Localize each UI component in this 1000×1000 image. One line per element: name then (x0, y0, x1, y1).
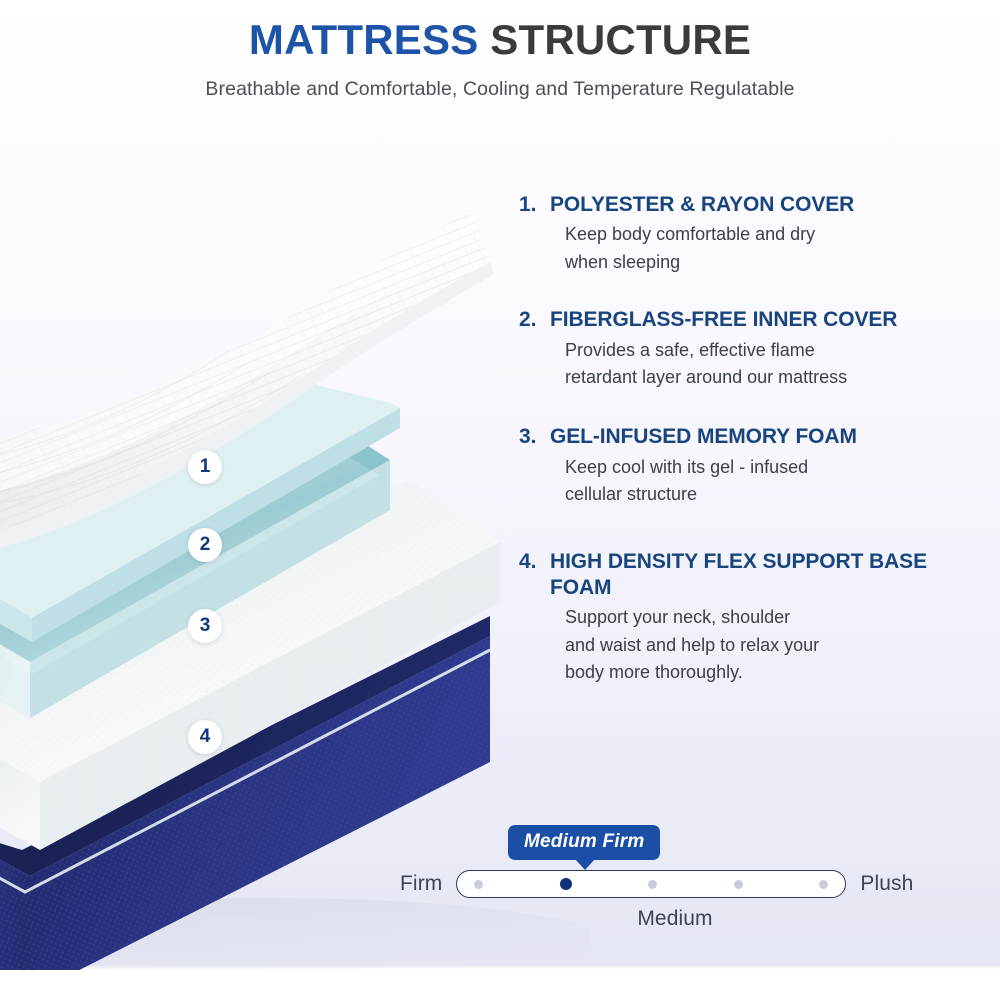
firmness-dot-5[interactable] (819, 879, 829, 889)
feature-number: 1. (519, 193, 537, 216)
feature-number: 3. (519, 425, 537, 449)
feature-description-line: Keep body comfortable and dry (565, 224, 816, 245)
firmness-label-medium-wrap: Medium (400, 907, 960, 931)
base-top-inset (0, 616, 490, 876)
page-title-secondary: STRUCTURE (490, 16, 752, 63)
firmness-label-firm: Firm (400, 872, 443, 895)
layer-marker-3[interactable]: 3 (188, 609, 222, 643)
feature-description-line: cellular structure (565, 484, 698, 505)
firmness-slider-track[interactable] (456, 870, 847, 898)
layer-marker-4[interactable]: 4 (188, 720, 222, 754)
firmness-scale: Medium Firm Firm Plush Medium (400, 825, 960, 945)
feature-description-line: and waist and help to relax your (565, 634, 820, 655)
feature-description: Support your neck, shoulder and waist an… (565, 604, 989, 686)
feature-item-fiberglass-free-inner-cover: 2. FIBERGLASS-FREE INNER COVER Provides … (519, 307, 989, 391)
firmness-dot-4[interactable] (733, 879, 743, 889)
gel-layer-front (0, 644, 30, 718)
feature-description-line: body more thoroughly. (565, 662, 743, 683)
feature-heading: 3. GEL-INFUSED MEMORY FOAM (519, 424, 989, 450)
base-foam-front (0, 759, 40, 850)
feature-heading: 1. POLYESTER & RAYON COVER (519, 192, 989, 218)
feature-description-line: when sleeping (565, 251, 681, 272)
mattress-illustration: 1 2 3 4 (0, 150, 590, 970)
feature-list: 1. POLYESTER & RAYON COVER Keep body com… (519, 192, 989, 713)
feature-item-high-density-flex-support-base-foam: 4. HIGH DENSITY FLEX SUPPORT BASE FOAM S… (519, 549, 989, 687)
feature-title: POLYESTER & RAYON COVER (550, 193, 855, 216)
feature-description-line: retardant layer around our mattress (565, 366, 848, 387)
gel-layer-side (30, 460, 390, 718)
header: MATTRESS STRUCTURE Breathable and Comfor… (0, 0, 1000, 101)
feature-description-line: Provides a safe, effective flame (565, 339, 815, 360)
firmness-dot-2-selected[interactable] (559, 878, 572, 890)
inner-cover-front (0, 599, 32, 642)
polyester-cover-underside (0, 262, 494, 548)
firmness-dot-1[interactable] (474, 879, 484, 889)
layer-marker-2[interactable]: 2 (188, 528, 222, 562)
firmness-label-medium: Medium (637, 907, 713, 930)
inner-cover-top (0, 374, 400, 618)
feature-description: Provides a safe, effective flame retarda… (565, 337, 989, 392)
feature-description-line: Keep cool with its gel - infused (565, 456, 809, 477)
feature-description: Keep cool with its gel - infused cellula… (565, 454, 989, 509)
firmness-dot-3[interactable] (648, 879, 658, 889)
feature-title: HIGH DENSITY FLEX SUPPORT BASE FOAM (550, 549, 927, 599)
page-title-primary: MATTRESS (248, 16, 479, 63)
feature-heading: 2. FIBERGLASS-FREE INNER COVER (519, 307, 989, 333)
firmness-scale-row: Firm Plush (400, 870, 960, 898)
page-title: MATTRESS STRUCTURE (0, 16, 1000, 63)
feature-heading: 4. HIGH DENSITY FLEX SUPPORT BASE FOAM (519, 549, 989, 602)
quilt-seams (0, 349, 301, 504)
layer-marker-1[interactable]: 1 (188, 450, 222, 484)
inner-cover-side (32, 408, 400, 642)
feature-item-gel-infused-memory-foam: 3. GEL-INFUSED MEMORY FOAM Keep cool wit… (519, 424, 989, 508)
feature-description-line: Support your neck, shoulder (565, 607, 791, 628)
mattress-layers-graphic (0, 212, 590, 970)
firmness-label-plush: Plush (860, 872, 914, 895)
feature-item-polyester-rayon-cover: 1. POLYESTER & RAYON COVER Keep body com… (519, 192, 989, 276)
firmness-selected-badge: Medium Firm (508, 825, 661, 870)
page-subtitle: Breathable and Comfortable, Cooling and … (205, 78, 795, 101)
feature-description: Keep body comfortable and dry when sleep… (565, 221, 989, 276)
feature-title: FIBERGLASS-FREE INNER COVER (550, 308, 898, 332)
feature-number: 4. (519, 549, 537, 573)
feature-title: GEL-INFUSED MEMORY FOAM (550, 425, 857, 449)
feature-number: 2. (519, 308, 537, 332)
